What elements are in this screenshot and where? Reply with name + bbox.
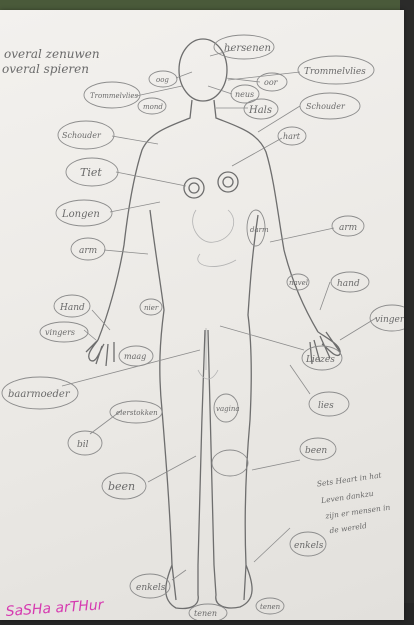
label-been-left: been [108, 480, 135, 493]
label-maag: maag [124, 352, 146, 361]
organ-sketch [193, 210, 236, 267]
label-longen: Longen [61, 209, 100, 220]
line-arm-r [270, 228, 334, 242]
line-hand-r [320, 282, 330, 310]
label-hersenen: hersenen [224, 43, 271, 54]
label-vingers-left: vingers [45, 328, 75, 337]
label-vagina: vagina [216, 405, 240, 413]
label-arm-right: arm [339, 223, 357, 233]
signature: SaSHa arTHur [5, 597, 105, 620]
left-breast-inner [189, 183, 199, 193]
human-figure [86, 39, 340, 608]
line-longen [110, 202, 160, 212]
side-note-line-4: de wereld [329, 521, 368, 535]
label-oog: oog [156, 76, 169, 84]
label-enkels-right: enkels [294, 541, 324, 551]
label-neus: neus [235, 90, 254, 99]
side-note-line-1: Sets Heart in hat [316, 470, 383, 488]
label-vingers-right: vingers [375, 315, 404, 325]
line-trommelvlies-l [136, 86, 182, 96]
label-darm: darm [250, 226, 269, 234]
oval-eierstokken-2 [212, 450, 248, 476]
label-schouder-right: Schouder [306, 102, 346, 111]
line-enkels-r [254, 528, 290, 562]
label-arm-left: arm [79, 246, 97, 256]
label-oor: oor [264, 78, 279, 87]
label-liezen: Liezes [305, 355, 335, 365]
label-trommelvlies-right: Trommelvlies [304, 67, 366, 77]
side-note: Sets Heart in hat Leven dankzu zijn er m… [316, 470, 393, 536]
line-oog [176, 72, 192, 78]
side-note-line-3: zijn er mensen in [324, 503, 391, 521]
line-arm-l [104, 250, 148, 254]
label-bil: bil [77, 440, 89, 450]
label-nier: nier [144, 304, 159, 312]
left-breast [184, 178, 204, 198]
label-tiet: Tiet [80, 166, 102, 179]
label-trommelvlies-left: Trommelvlies [90, 92, 138, 100]
line-tiet [116, 172, 186, 186]
line-lies [290, 365, 310, 394]
note-zenuwen: overal zenuwen [4, 47, 100, 61]
left-hand-outline [86, 340, 114, 366]
note-spieren: overal spieren [2, 62, 89, 76]
label-navel: navel [289, 279, 308, 287]
line-hart [232, 138, 282, 166]
label-tenen-right: tenen [260, 603, 281, 611]
label-hand-right: hand [337, 279, 360, 289]
body-drawing: overal zenuwen overal spieren hersenen T… [0, 10, 404, 620]
side-note-line-2: Leven dankzu [320, 489, 375, 505]
paper-sheet: overal zenuwen overal spieren hersenen T… [0, 10, 404, 620]
head-outline [179, 39, 227, 101]
line-vingers-l [84, 330, 96, 340]
label-hart: hart [283, 132, 301, 141]
label-lies: lies [318, 401, 334, 411]
line-been-l [148, 456, 196, 482]
label-eierstokken: eierstokken [116, 409, 158, 417]
right-breast-inner [223, 177, 233, 187]
label-mond: mond [143, 103, 163, 111]
label-hals: Hals [248, 105, 272, 116]
label-tenen-left: tenen [194, 609, 217, 618]
line-liezen [220, 326, 304, 350]
label-been-right: been [305, 446, 327, 456]
line-been-r [252, 460, 300, 470]
label-enkels-left: enkels [136, 583, 166, 593]
label-schouder-left: Schouder [62, 131, 102, 140]
label-hand-left: Hand [59, 303, 85, 313]
line-enkels-l [172, 570, 186, 580]
right-breast [218, 172, 238, 192]
label-baarmoeder: baarmoeder [8, 389, 71, 400]
